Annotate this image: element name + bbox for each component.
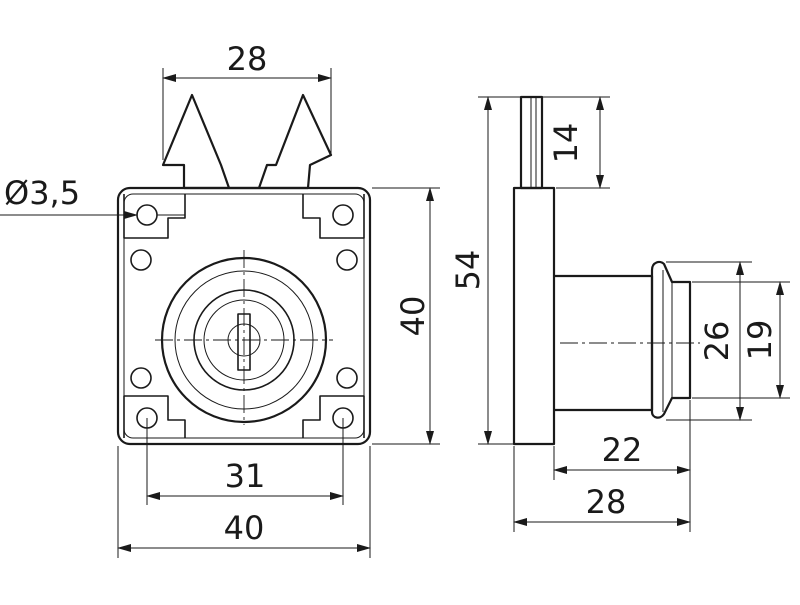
dim-label-cylinder-outer: 26 [698, 321, 736, 362]
corner-recess-top-left [123, 194, 186, 239]
dim-label-total-depth: 28 [586, 483, 627, 521]
dim-label-hole-spacing: 31 [225, 457, 266, 495]
dim-label-top-width: 28 [227, 40, 268, 78]
dim-label-plate-height: 40 [394, 296, 432, 337]
lock-plate-inner [123, 193, 365, 439]
screw-hole-upper-right [336, 249, 358, 271]
corner-recess-bottom-left [123, 395, 186, 438]
screw-hole-lower-left [130, 367, 152, 389]
dim-label-body-depth: 22 [602, 431, 643, 469]
dim-label-tongue-length: 14 [547, 123, 585, 164]
side-plate [512, 186, 556, 446]
front-view: 28 Ø3,5 40 31 40 [0, 40, 440, 558]
screw-hole-top-right [332, 204, 354, 226]
dim-label-cylinder-inner: 19 [741, 320, 779, 361]
cylinder-flange [650, 260, 692, 419]
dim-label-plate-width: 40 [224, 509, 265, 547]
side-view: 14 54 26 19 22 28 [449, 95, 790, 532]
corner-recess-bottom-right [302, 395, 365, 438]
corner-recess-top-right [302, 194, 365, 239]
screw-hole-lower-right [336, 367, 358, 389]
dim-label-hole-diameter: Ø3,5 [4, 174, 80, 212]
screw-hole-top-left [136, 204, 158, 226]
bolt-prongs [161, 93, 333, 189]
screw-hole-upper-left [130, 249, 152, 271]
dim-label-total-height: 54 [449, 250, 487, 291]
